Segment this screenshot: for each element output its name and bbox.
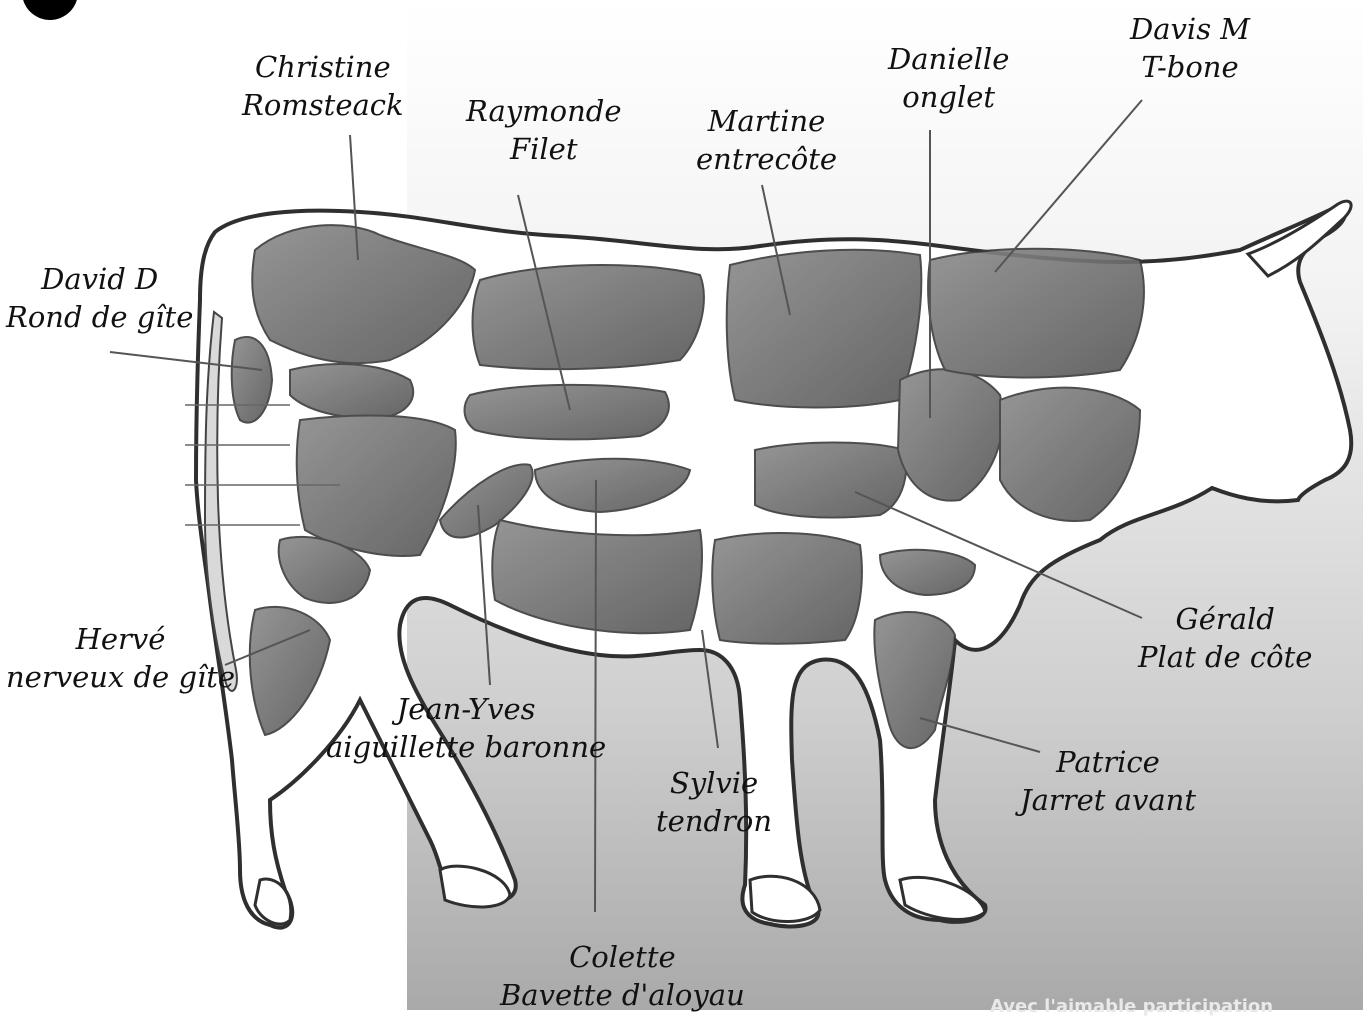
label-christine-name: Christine bbox=[242, 48, 404, 86]
label-jeanyves-name: Jean-Yves bbox=[326, 690, 606, 728]
label-herve: Hervé nerveux de gîte bbox=[6, 620, 235, 696]
label-davis-name: Davis M bbox=[1130, 10, 1250, 48]
label-sylvie-name: Sylvie bbox=[656, 764, 772, 802]
label-martine-cut: entrecôte bbox=[696, 140, 837, 178]
label-david-name: David D bbox=[6, 260, 193, 298]
label-martine: Martine entrecôte bbox=[696, 102, 837, 178]
label-jeanyves: Jean-Yves aiguillette baronne bbox=[326, 690, 606, 766]
label-christine-cut: Romsteack bbox=[242, 86, 404, 124]
label-gerald-name: Gérald bbox=[1138, 600, 1312, 638]
label-danielle: Danielle onglet bbox=[888, 40, 1009, 116]
label-raymonde-name: Raymonde bbox=[466, 92, 622, 130]
label-patrice-name: Patrice bbox=[1020, 743, 1196, 781]
label-davis-cut: T-bone bbox=[1130, 48, 1250, 86]
label-david: David D Rond de gîte bbox=[6, 260, 193, 336]
cut-tendron bbox=[712, 533, 862, 644]
cut-plat-de-cote bbox=[755, 443, 906, 518]
label-herve-cut: nerveux de gîte bbox=[6, 658, 235, 696]
label-david-cut: Rond de gîte bbox=[6, 298, 193, 336]
label-danielle-cut: onglet bbox=[888, 78, 1009, 116]
leader-davis bbox=[995, 100, 1142, 272]
cut-t-bone bbox=[928, 249, 1144, 378]
cut-filet-top bbox=[473, 265, 704, 369]
label-colette: Colette Bavette d'aloyau bbox=[500, 938, 745, 1014]
label-colette-cut: Bavette d'aloyau bbox=[500, 976, 745, 1014]
cut-entrecote bbox=[727, 250, 922, 408]
label-danielle-name: Danielle bbox=[888, 40, 1009, 78]
label-gerald-cut: Plat de côte bbox=[1138, 638, 1312, 676]
label-sylvie-cut: tendron bbox=[656, 802, 772, 840]
label-jeanyves-cut: aiguillette baronne bbox=[326, 728, 606, 766]
label-gerald: Gérald Plat de côte bbox=[1138, 600, 1312, 676]
label-raymonde: Raymonde Filet bbox=[466, 92, 622, 168]
label-herve-name: Hervé bbox=[6, 620, 235, 658]
label-patrice: Patrice Jarret avant bbox=[1020, 743, 1196, 819]
label-martine-name: Martine bbox=[696, 102, 837, 140]
label-colette-name: Colette bbox=[500, 938, 745, 976]
label-patrice-cut: Jarret avant bbox=[1020, 781, 1196, 819]
label-raymonde-cut: Filet bbox=[466, 130, 622, 168]
label-christine: Christine Romsteack bbox=[242, 48, 404, 124]
footer-caption: Avec l'aimable participation bbox=[990, 996, 1273, 1017]
label-davis: Davis M T-bone bbox=[1130, 10, 1250, 86]
label-sylvie: Sylvie tendron bbox=[656, 764, 772, 840]
